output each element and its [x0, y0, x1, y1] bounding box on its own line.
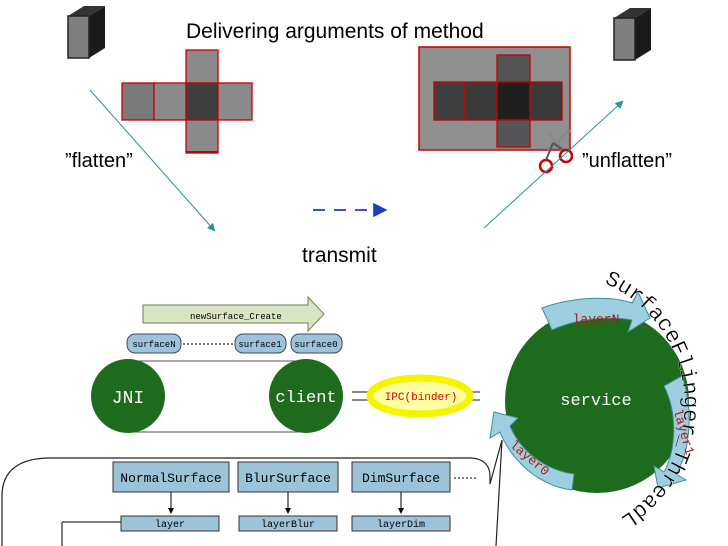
client-label: client [275, 389, 336, 408]
cube-right-icon [613, 8, 651, 61]
new-surface-arrow [142, 295, 325, 333]
jni-circle [91, 359, 165, 433]
layerN-arrow [541, 290, 651, 334]
new-surface-label: newSurface_Create [190, 312, 282, 322]
unfolded-cube-net [121, 49, 253, 154]
flatten-label: ”flatten” [65, 150, 133, 172]
cube-left-icon [67, 6, 105, 59]
layer1-arrow [653, 375, 690, 489]
ipc-connector [352, 374, 480, 418]
dim-surface-label: DimSurface [362, 471, 440, 486]
flatten-arrow [89, 89, 216, 232]
ipc-label: IPC(binder) [385, 392, 458, 404]
layer-blur-box [238, 515, 338, 532]
surfaceN-label: surfaceN [132, 340, 175, 350]
layer0-arrow [489, 411, 575, 491]
surface1-box [234, 333, 287, 354]
layerN-label: layerN [573, 312, 620, 327]
scissors-icon [538, 128, 574, 174]
layer-box-label: layer [155, 519, 185, 531]
surfaceN-box [126, 333, 182, 354]
surface1-label: surface1 [238, 340, 281, 350]
layer-blur-label: layerBlur [261, 519, 315, 531]
jni-label: JNI [112, 389, 144, 409]
surface0-box [290, 333, 343, 354]
blur-surface-label: BlurSurface [245, 471, 331, 486]
title: Delivering arguments of method [186, 20, 484, 43]
unflatten-arrow [483, 100, 624, 229]
surface0-label: surface0 [294, 340, 337, 350]
normal-surface-box [112, 461, 230, 493]
client-circle [269, 359, 343, 433]
service-circle [505, 309, 689, 493]
service-label: service [560, 392, 631, 411]
packed-cube-net [418, 46, 571, 151]
transmit-label: transmit [302, 244, 377, 267]
dim-surface-box [351, 461, 451, 493]
normal-surface-label: NormalSurface [120, 471, 221, 486]
layer-box [120, 515, 220, 532]
surface-list [126, 333, 343, 354]
unflatten-label: ”unflatten” [582, 150, 672, 172]
layer-dim-label: layerDim [377, 519, 425, 531]
layer-dim-box [351, 515, 451, 532]
blur-surface-box [237, 461, 339, 493]
